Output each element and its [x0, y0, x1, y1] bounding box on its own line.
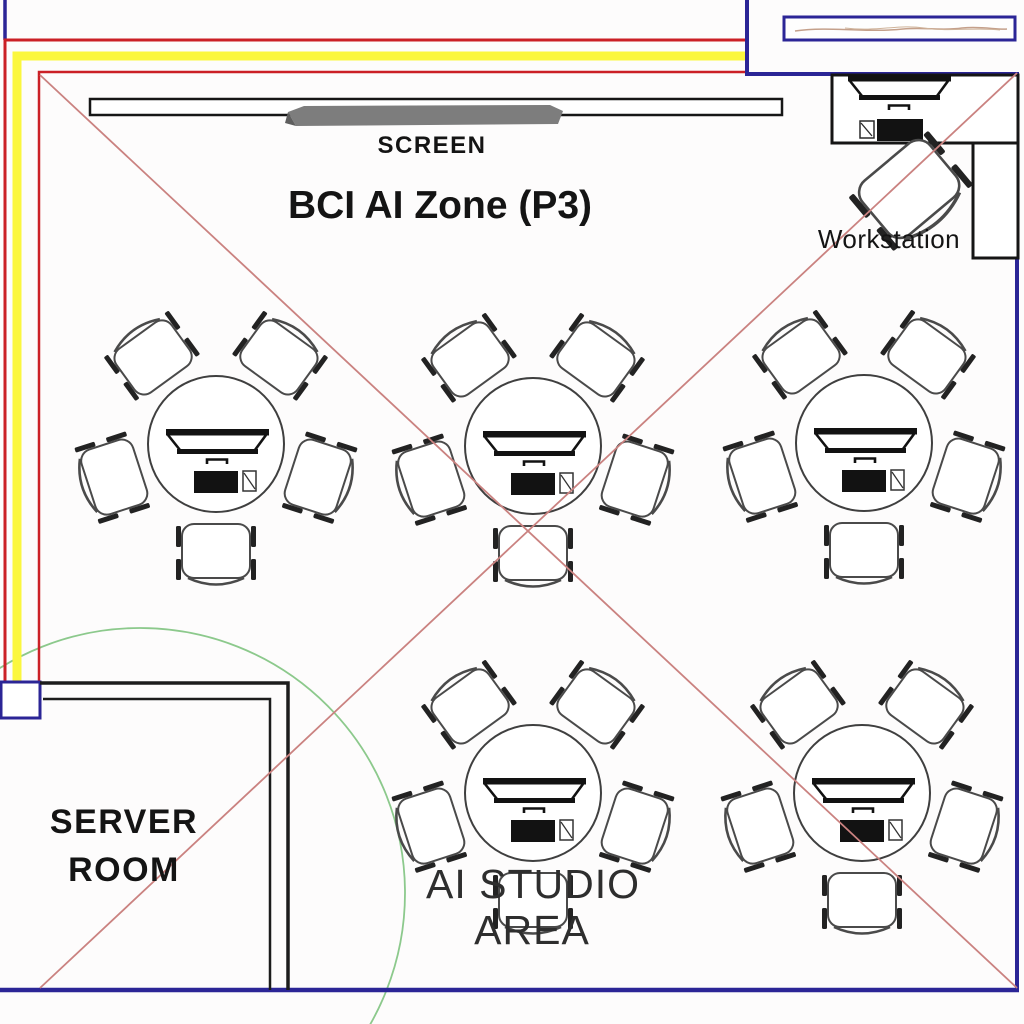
- zone-title: BCI AI Zone (P3): [288, 184, 592, 227]
- screen-surface: [288, 105, 563, 126]
- red-cable-inner: [37, 70, 745, 682]
- coverage-arc: [0, 627, 406, 1024]
- server-room-walls: [40, 681, 290, 990]
- studio-area-label-line1: AI STUDIO: [426, 861, 640, 907]
- server-room-label-line2: ROOM: [68, 851, 180, 889]
- screen-label: SCREEN: [377, 132, 486, 159]
- workstation-area: [830, 73, 1020, 260]
- window-panel-frame: [782, 15, 1017, 42]
- tablet-fold-line: [860, 122, 873, 137]
- diagonal-line: [39, 72, 1018, 989]
- labels: SCREEN BCI AI Zone (P3) Workstation SERV…: [50, 132, 960, 953]
- window-sketch-line: [844, 26, 1001, 31]
- window-panel: [782, 15, 1017, 42]
- screen-surface-edge: [285, 112, 296, 126]
- projection-screen: [88, 97, 784, 126]
- studio-area-label-line2: AREA: [474, 907, 590, 953]
- zone-diagonals: [39, 72, 1018, 989]
- keyboard-icon: [877, 119, 923, 141]
- server-room-outer-wall: [40, 681, 290, 990]
- window-sketch-line: [794, 26, 1008, 32]
- server-room-label-line1: SERVER: [50, 803, 198, 841]
- yellow-cable: [12, 51, 745, 682]
- red-cable-outer: [3, 38, 745, 682]
- workstation-desk-return: [971, 141, 1020, 260]
- server-room-inner-wall: [43, 697, 272, 990]
- entry-box: [0, 680, 42, 720]
- workstation-label: Workstation: [818, 224, 960, 254]
